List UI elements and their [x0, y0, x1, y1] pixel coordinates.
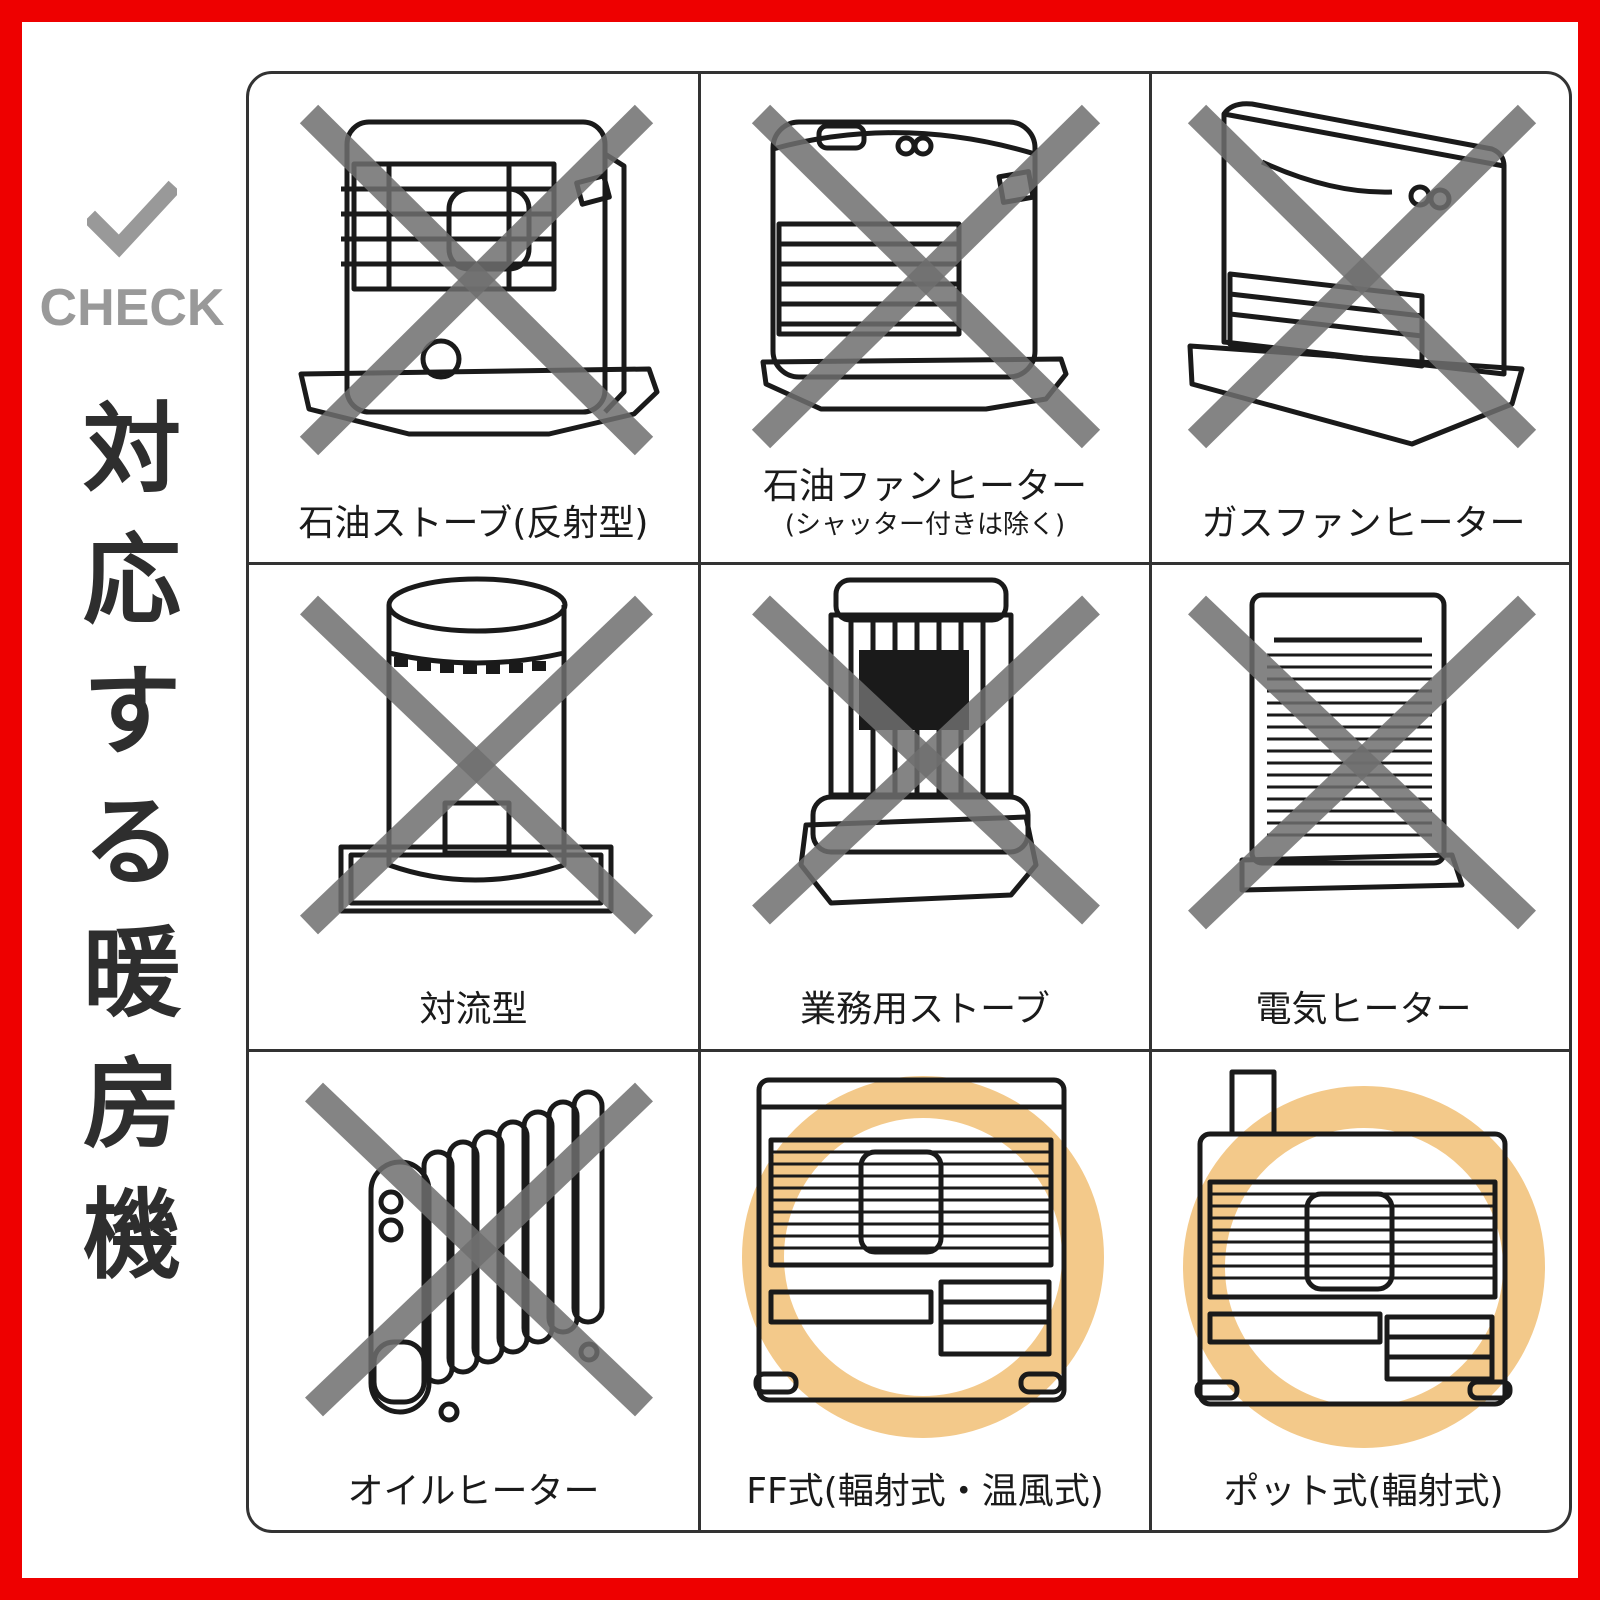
heater-label: 石油ファンヒーター [762, 466, 1087, 507]
convection-stove-icon [300, 576, 653, 935]
heater-cell: 石油ファンヒーター (シャッター付きは除く) [701, 74, 1152, 565]
heater-label: FF式(輻射式・温風式) [746, 1471, 1104, 1512]
heater-cell: 石油ストーブ(反射型) [249, 74, 701, 565]
oil-heater-icon [305, 1082, 653, 1423]
title-char: 房 [82, 1048, 181, 1162]
heater-label: ガスファンヒーター [1201, 503, 1526, 544]
sidebar: CHECK 対 応 す る 暖 房 機 [30, 180, 230, 1340]
heater-label: 業務用ストーブ [800, 989, 1050, 1030]
title-char: 対 [82, 393, 181, 507]
reflective-kerosene-stove-icon [298, 104, 660, 456]
heater-cell: 電気ヒーター [1152, 565, 1569, 1052]
checkmark-icon [87, 180, 177, 258]
ff-heater-icon [742, 1076, 1104, 1438]
heater-sublabel: (シャッター付きは除く) [784, 510, 1066, 540]
title-char: る [82, 786, 181, 900]
title-char: 応 [82, 524, 181, 638]
heater-cell: 対流型 [249, 565, 701, 1052]
gas-fan-heater-icon [1187, 101, 1537, 449]
heater-cell: ガスファンヒーター [1152, 74, 1569, 565]
pot-heater-icon [1183, 1069, 1545, 1448]
heater-cell: 業務用ストーブ [701, 565, 1152, 1052]
vertical-title: 対 応 す る 暖 房 機 [30, 385, 234, 1302]
heater-label: 石油ストーブ(反射型) [298, 503, 649, 544]
heater-cell: ポット式(輻射式) [1152, 1052, 1569, 1530]
heater-label: 対流型 [419, 989, 528, 1030]
heater-grid: 石油ストーブ(反射型) 石油ファンヒーター (シャッター付きは除く) [246, 71, 1572, 1533]
heater-cell: オイルヒーター [249, 1052, 701, 1530]
kerosene-fan-heater-icon [751, 104, 1101, 449]
title-char: 暖 [82, 917, 181, 1031]
title-char: す [82, 655, 181, 769]
heater-label: オイルヒーター [347, 1471, 600, 1512]
heater-label: 電気ヒーター [1255, 989, 1472, 1030]
check-label: CHECK [39, 279, 225, 337]
commercial-stove-icon [752, 577, 1100, 925]
heater-label: ポット式(輻射式) [1223, 1471, 1504, 1512]
electric-heater-icon [1188, 592, 1536, 930]
title-char: 機 [82, 1179, 181, 1293]
heater-cell: FF式(輻射式・温風式) [701, 1052, 1152, 1530]
